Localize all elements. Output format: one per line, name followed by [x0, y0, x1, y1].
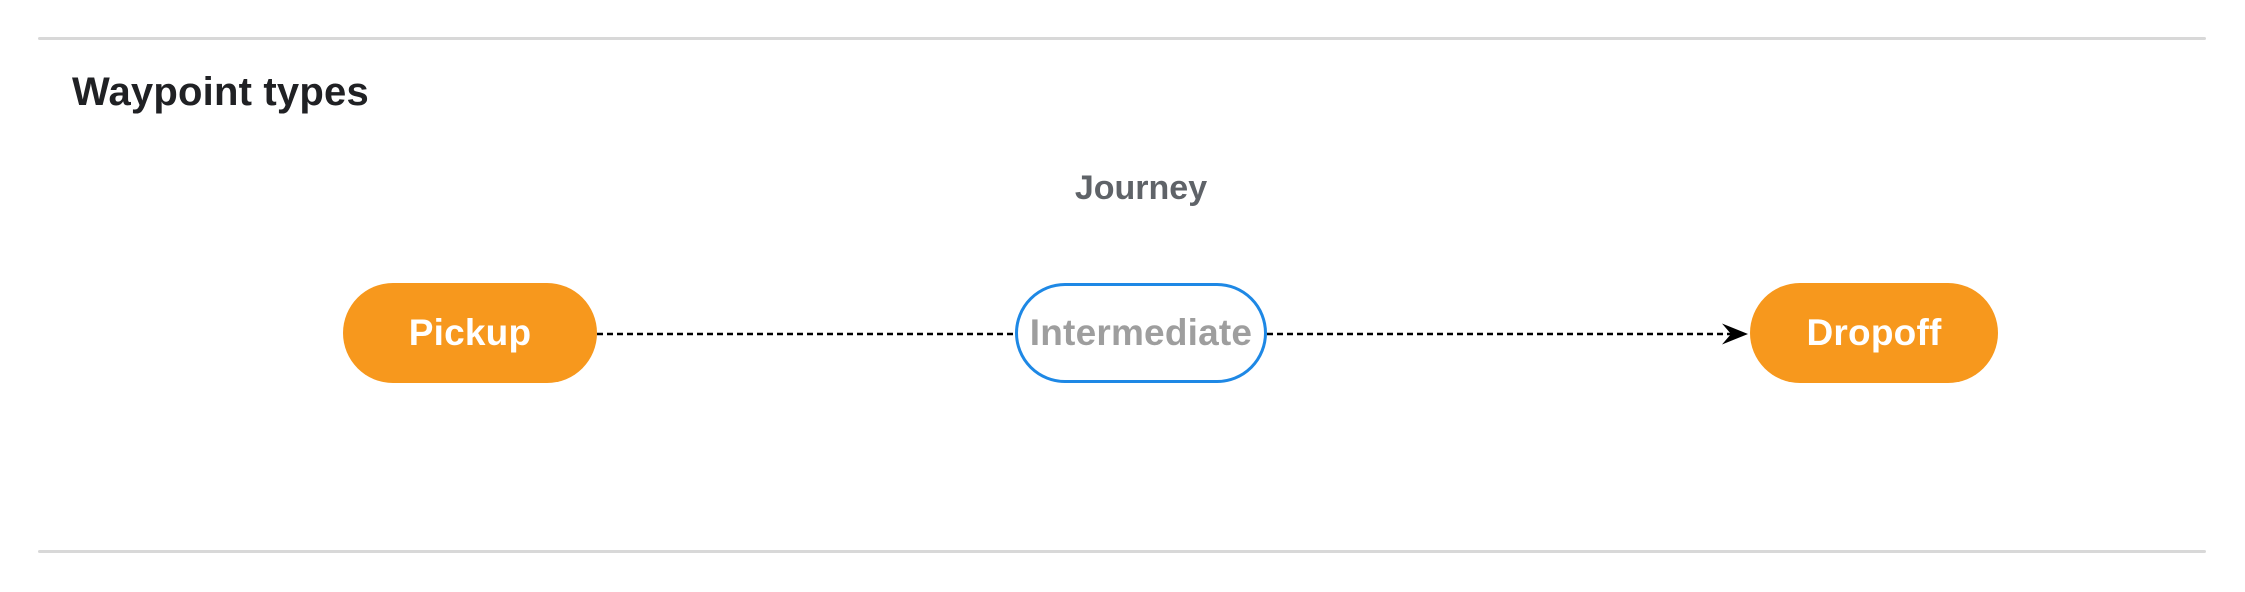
bottom-divider — [38, 550, 2206, 553]
section-heading: Waypoint types — [72, 70, 369, 114]
arrowhead-icon — [1722, 323, 1748, 345]
node-dropoff-label: Dropoff — [1806, 312, 1942, 353]
node-intermediate-label: Intermediate — [1029, 312, 1253, 353]
top-divider — [38, 37, 2206, 40]
node-intermediate: Intermediate — [1015, 283, 1267, 383]
node-pickup: Pickup — [343, 283, 597, 383]
node-dropoff: Dropoff — [1750, 283, 1998, 383]
node-pickup-label: Pickup — [408, 312, 532, 353]
journey-edge-label: Journey — [1074, 169, 1208, 207]
